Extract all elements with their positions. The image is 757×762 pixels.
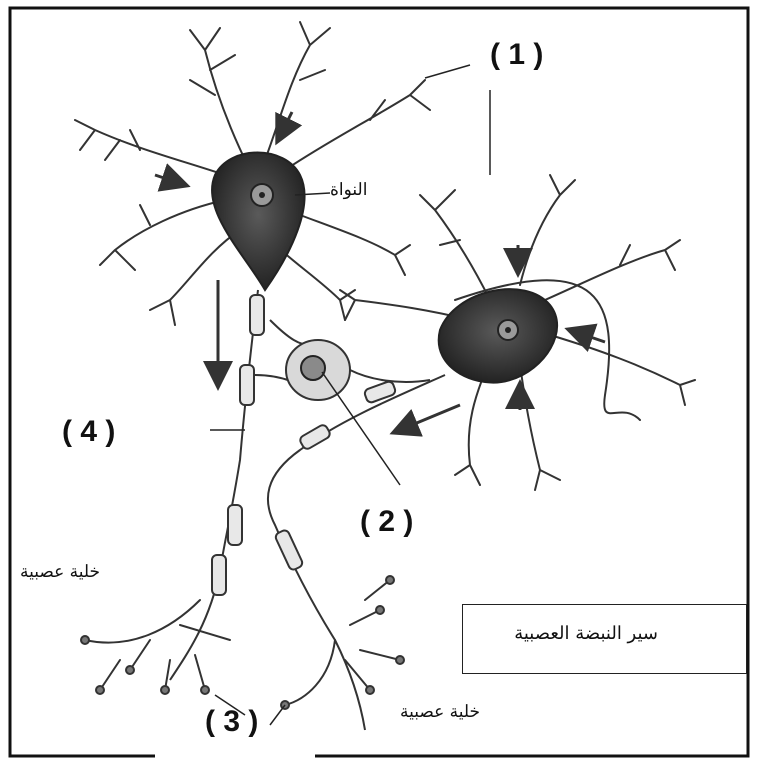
- label-4: ( 4 ): [62, 415, 115, 449]
- label-1: ( 1 ): [490, 38, 543, 72]
- label-3: ( 3 ): [205, 705, 258, 739]
- label-nucleus: النواة: [330, 180, 367, 200]
- legend-box: سير النبضة العصبية: [462, 604, 747, 674]
- label-nerve-cell-bottom: خلية عصبية: [400, 702, 480, 722]
- neuron-right: [340, 175, 695, 490]
- label-2: ( 2 ): [360, 505, 413, 539]
- axon-right: [268, 375, 445, 730]
- neuron-upper: [75, 22, 430, 325]
- interneuron: [255, 320, 430, 400]
- legend-text: سير النبضة العصبية: [514, 623, 658, 644]
- label-nerve-cell-left: خلية عصبية: [20, 562, 100, 582]
